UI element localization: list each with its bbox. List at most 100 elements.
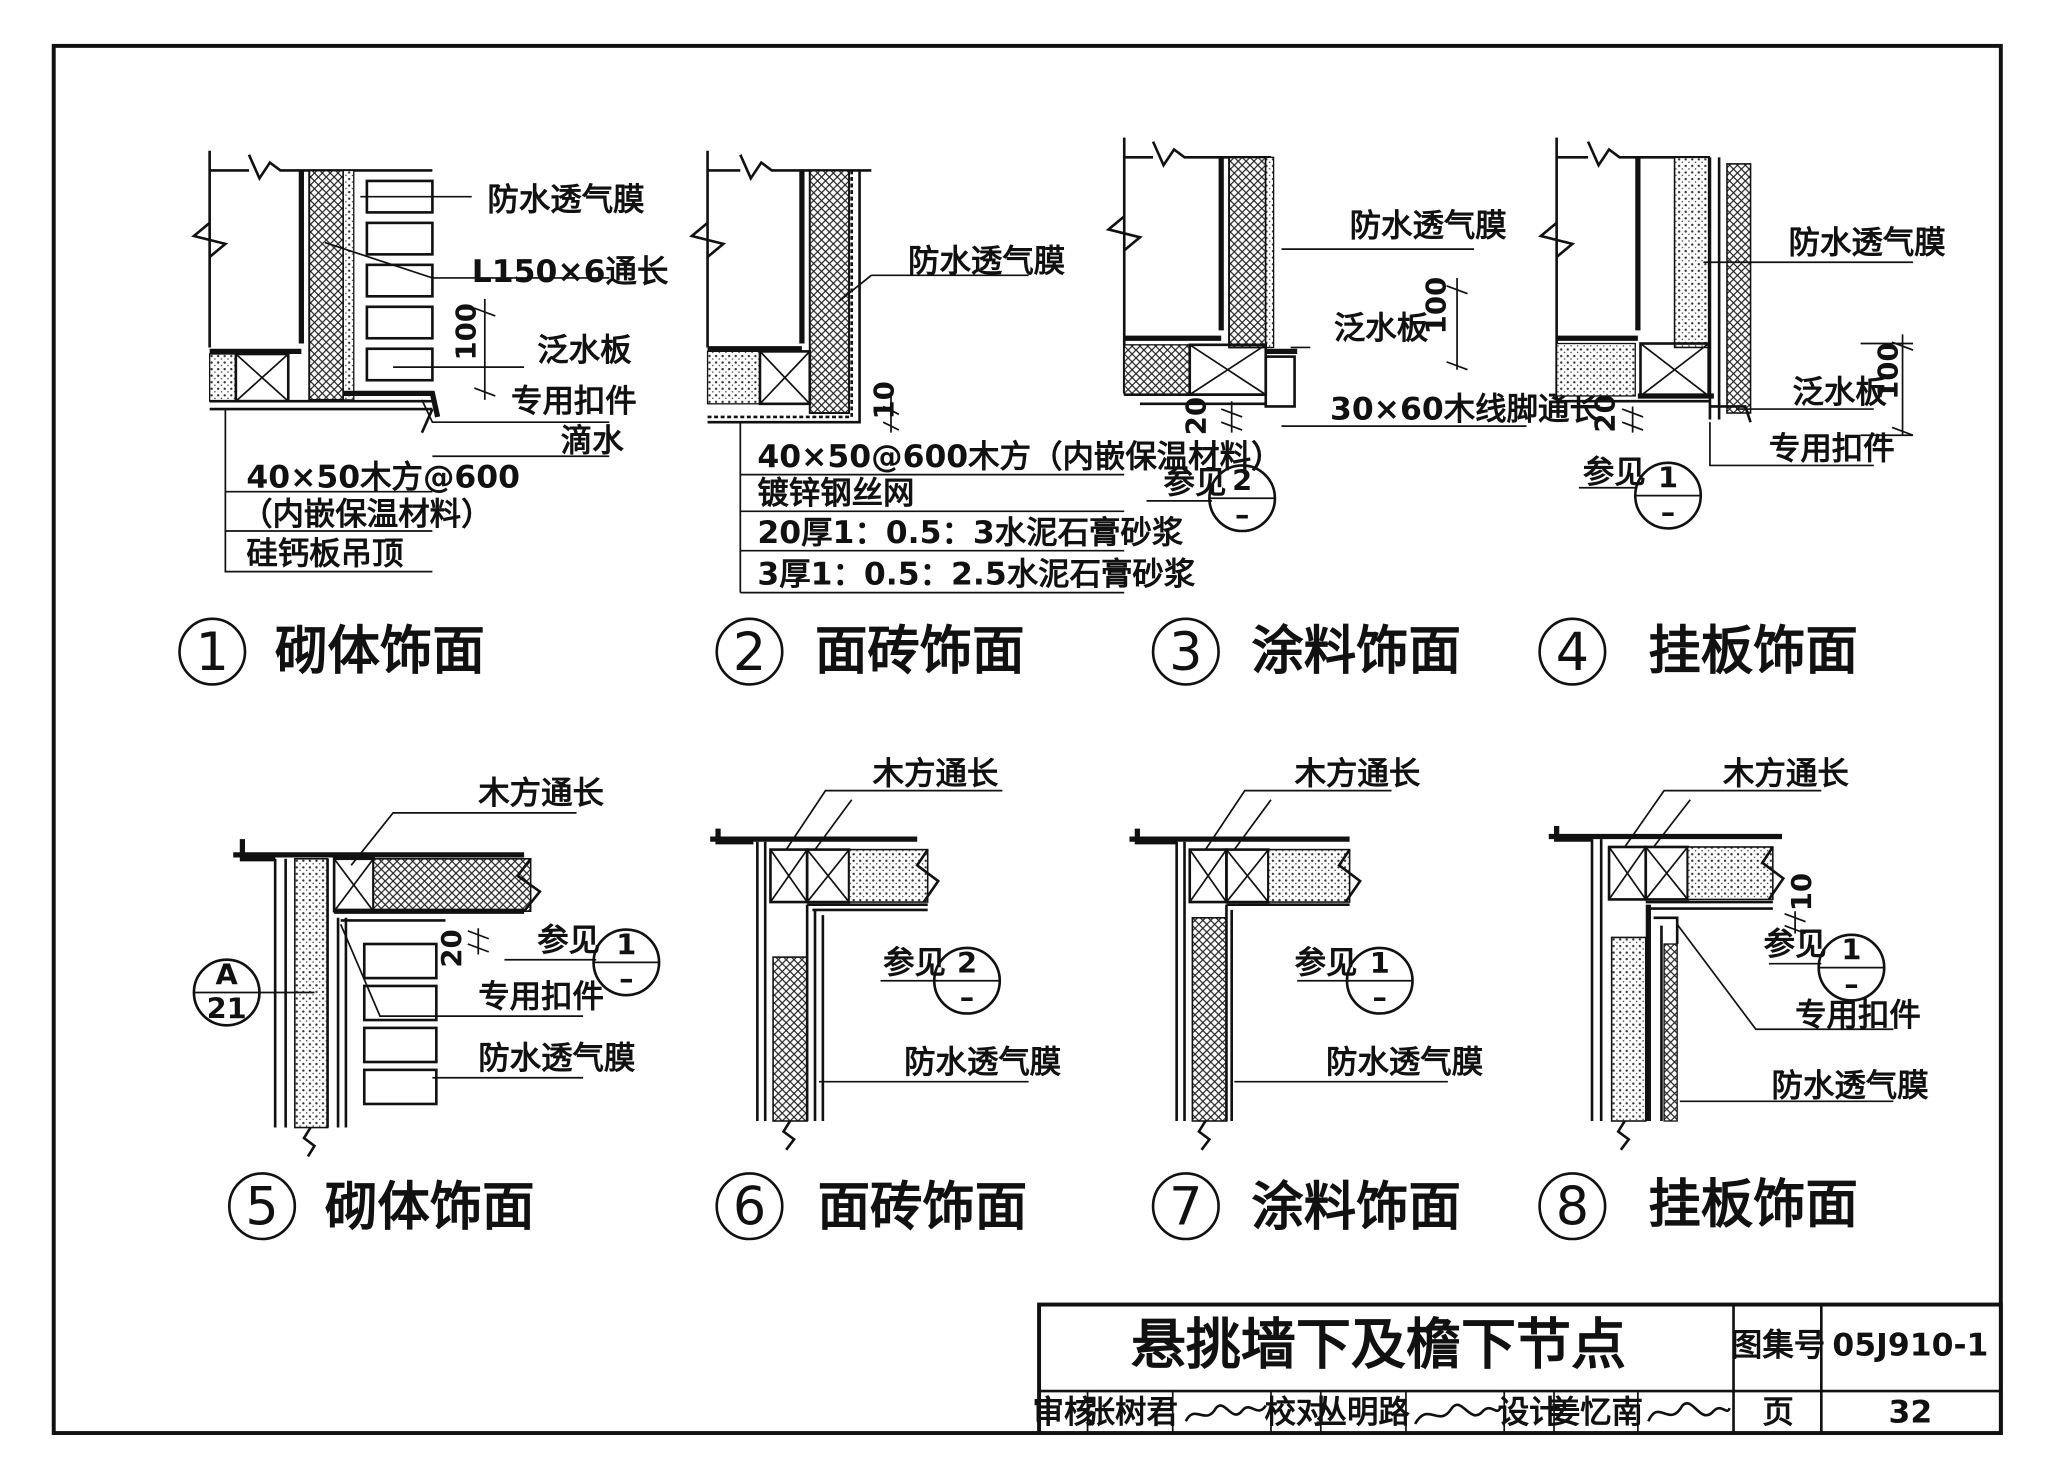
detail-6-caption: 6 面砖饰面 (715, 1172, 1028, 1241)
label-see: 参见 (1164, 465, 1227, 501)
atlas-label: 图集号 (1731, 1328, 1825, 1364)
svg-text:A: A (216, 958, 239, 992)
detail-number-circle (1151, 617, 1220, 686)
section-reference-bubble: A 21 (192, 958, 261, 1027)
detail-5: 木方通长 参见 专用扣件 防水透气膜 20 1 – A 21 5 砌体饰面 (192, 775, 661, 1241)
label-batten-continuous: 木方通长 (1722, 755, 1849, 792)
label-see: 参见 (1583, 454, 1646, 490)
label-breathable-membrane: 防水透气膜 (908, 243, 1066, 279)
timber-moulding (1264, 355, 1296, 408)
detail-caption: 面砖饰面 (818, 1177, 1028, 1238)
svg-text:1: 1 (196, 622, 229, 683)
detail-2: 防水透气膜 40×50@600木方（内嵌保温材料） 镀锌钢丝网 20厚1：0.5… (689, 150, 1282, 686)
drawing-title: 悬挑墙下及檐下节点 (1131, 1313, 1626, 1377)
label-wire-mesh: 镀锌钢丝网 (757, 475, 914, 511)
detail-number-circle (715, 617, 784, 686)
detail-number-circle (1538, 617, 1607, 686)
detail-number-circle (178, 617, 247, 686)
svg-text:–: – (619, 962, 633, 996)
label-breathable-membrane: 防水透气膜 (478, 1041, 636, 1077)
check-label: 校对 (1264, 1395, 1327, 1431)
reviewer-signature (1184, 1404, 1267, 1422)
detail-8: 木方通长 参见 专用扣件 防水透气膜 10 1 – 8 挂板饰面 (1538, 755, 1929, 1241)
detail-number-circle (1151, 1172, 1220, 1241)
label-mortar-20: 20厚1：0.5：3水泥石膏砂浆 (757, 514, 1184, 551)
insulation-layer (1610, 936, 1647, 1122)
label-breathable-membrane: 防水透气膜 (1350, 208, 1508, 244)
insulation-layer (1228, 156, 1267, 349)
designer-signature (1647, 1402, 1731, 1422)
dim-100: 100 (451, 303, 483, 360)
label-moulding: 30×60木线脚通长 (1330, 392, 1602, 428)
page-label: 页 (1762, 1395, 1793, 1431)
svg-text:7: 7 (1169, 1177, 1202, 1238)
detail-number-circle (227, 1172, 297, 1241)
label-batten: 40×50木方@600 (246, 459, 520, 496)
svg-text:6: 6 (733, 1177, 766, 1238)
detail-caption: 砌体饰面 (325, 1177, 535, 1238)
title-block: 悬挑墙下及檐下节点 图集号 05J910-1 审核 张树君 校对 丛明路 设计 … (1033, 1302, 2003, 1436)
svg-text:4: 4 (1556, 622, 1589, 683)
label-see: 参见 (883, 945, 946, 981)
insulation-layer (1673, 156, 1710, 349)
dim-10: 10 (1786, 873, 1818, 911)
svg-text:2: 2 (1232, 463, 1252, 497)
detail-caption: 面砖饰面 (815, 621, 1025, 682)
label-batten-continuous: 木方通长 (1294, 755, 1421, 792)
designer-name: 姜忆南 (1549, 1395, 1643, 1431)
cladding-panel (1726, 163, 1752, 414)
detail-4: 防水透气膜 泛水板 专用扣件 参见 100 20 1 – 4 挂板饰面 (1538, 137, 1947, 686)
label-batten: 40×50@600木方（内嵌保温材料） (757, 438, 1282, 475)
checker-name: 丛明路 (1316, 1395, 1411, 1431)
detail-7-caption: 7 涂料饰面 (1151, 1172, 1461, 1241)
label-drip: 滴水 (561, 423, 624, 459)
detail-8-caption: 8 挂板饰面 (1538, 1172, 1858, 1241)
detail-1: 防水透气膜 L150×6通长 泛水板 专用扣件 滴水 40×50木方@600 （… (178, 150, 669, 686)
label-see: 参见 (537, 923, 600, 959)
label-batten-continuous: 木方通长 (477, 775, 604, 812)
detail-3: 防水透气膜 泛水板 30×60木线脚通长 参见 100 20 2 – 3 涂料饰… (1105, 137, 1602, 686)
checker-signature (1413, 1403, 1502, 1425)
dim-100: 100 (1420, 277, 1452, 334)
reference-bubble: 2 – (932, 946, 1002, 1015)
cladding-panel (1663, 943, 1678, 1122)
svg-text:–: – (1373, 980, 1387, 1014)
svg-text:1: 1 (1658, 461, 1678, 495)
label-breathable-membrane: 防水透气膜 (1326, 1044, 1484, 1080)
svg-text:2: 2 (733, 622, 766, 683)
review-label: 审核 (1033, 1395, 1096, 1431)
label-fastener: 专用扣件 (1769, 431, 1895, 467)
detail-caption: 涂料饰面 (1251, 1177, 1461, 1238)
dim-100: 100 (1872, 342, 1904, 399)
design-label: 设计 (1498, 1395, 1561, 1431)
detail-caption: 涂料饰面 (1251, 621, 1461, 682)
label-see: 参见 (1764, 926, 1827, 962)
label-flashing: 泛水板 (1792, 375, 1887, 411)
detail-4-caption: 4 挂板饰面 (1538, 617, 1858, 686)
dim-20: 20 (1589, 394, 1621, 432)
svg-text:5: 5 (245, 1177, 278, 1238)
detail-1-caption: 1 砌体饰面 (178, 617, 485, 686)
reference-bubble: 1 – (1345, 946, 1414, 1015)
insulation-layer (772, 956, 808, 1122)
detail-3-caption: 3 涂料饰面 (1151, 617, 1461, 686)
detail-caption: 砌体饰面 (275, 621, 485, 682)
label-angle-steel: L150×6通长 (472, 254, 669, 290)
atlas-number: 05J910-1 (1832, 1328, 1988, 1364)
detail-6: 木方通长 参见 防水透气膜 2 – 6 面砖饰面 (710, 755, 1062, 1241)
svg-text:1: 1 (1841, 933, 1861, 967)
reviewer-name: 张树君 (1084, 1395, 1178, 1431)
label-breathable-membrane: 防水透气膜 (1789, 225, 1947, 261)
label-ceiling: 硅钙板吊顶 (246, 536, 403, 572)
label-mortar-3: 3厚1：0.5：2.5水泥石膏砂浆 (757, 556, 1195, 593)
svg-text:–: – (1661, 495, 1675, 529)
dim-20: 20 (1180, 397, 1212, 435)
svg-text:3: 3 (1169, 622, 1202, 683)
sheet-frame (51, 43, 2003, 1436)
svg-text:1: 1 (616, 927, 636, 961)
svg-text:2: 2 (957, 946, 977, 980)
detail-number-circle (715, 1172, 784, 1241)
reference-bubble: 1 – (592, 927, 661, 997)
label-breathable-membrane: 防水透气膜 (904, 1044, 1062, 1080)
